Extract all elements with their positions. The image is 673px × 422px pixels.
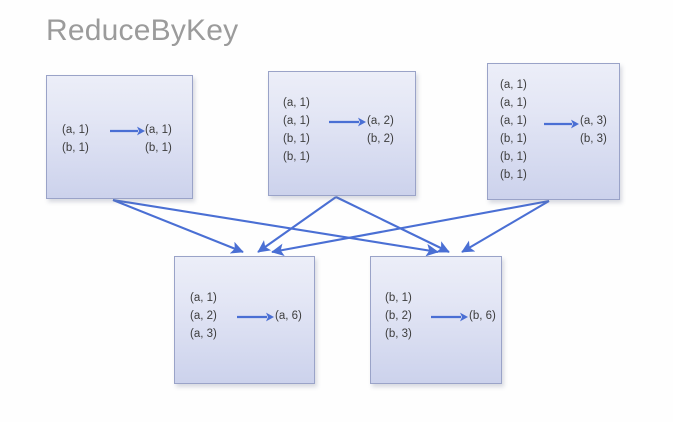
edge-p2-to-b xyxy=(335,196,450,253)
kv-pair: (a, 1) xyxy=(283,97,310,109)
kv-pair: (b, 6) xyxy=(469,310,496,322)
partition-box-2[interactable]: (a, 1) (a, 1) (b, 1) (b, 1) (a, 2) (b, 2… xyxy=(268,71,416,196)
kv-pair: (b, 3) xyxy=(580,133,607,145)
page-title: ReduceByKey xyxy=(46,14,239,47)
kv-pair: (a, 1) xyxy=(283,115,310,127)
partition-1-input: (a, 1) (b, 1) xyxy=(62,121,89,157)
kv-pair: (b, 3) xyxy=(385,328,412,340)
partition-1-output: (a, 1) (b, 1) xyxy=(145,121,172,157)
kv-pair: (a, 2) xyxy=(190,310,217,322)
kv-pair: (b, 2) xyxy=(385,310,412,322)
edge-p1-to-a xyxy=(112,199,244,254)
reducer-box-a[interactable]: (a, 1) (a, 2) (a, 3) (a, 6) xyxy=(174,256,315,384)
kv-pair: (b, 1) xyxy=(500,151,527,163)
kv-pair: (b, 1) xyxy=(283,133,310,145)
kv-pair: (b, 1) xyxy=(500,133,527,145)
kv-pair: (a, 3) xyxy=(190,328,217,340)
right-arrow-icon xyxy=(544,119,579,129)
edge-p3-to-b xyxy=(461,200,550,253)
kv-pair: (a, 6) xyxy=(275,310,302,322)
right-arrow-icon xyxy=(329,117,366,127)
reducer-b-input: (b, 1) (b, 2) (b, 3) xyxy=(385,289,412,343)
right-arrow-icon xyxy=(237,312,274,322)
reducer-b-output: (b, 6) xyxy=(469,307,496,325)
partition-2-output: (a, 2) (b, 2) xyxy=(367,112,394,148)
edge-p1-to-b xyxy=(112,198,439,257)
kv-pair: (a, 1) xyxy=(500,115,527,127)
kv-pair: (a, 1) xyxy=(500,97,527,109)
partition-box-3[interactable]: (a, 1) (a, 1) (a, 1) (b, 1) (b, 1) (b, 1… xyxy=(487,63,620,200)
partition-3-input: (a, 1) (a, 1) (a, 1) (b, 1) (b, 1) (b, 1… xyxy=(500,76,527,184)
kv-pair: (a, 1) xyxy=(62,124,89,136)
right-arrow-icon xyxy=(431,312,468,322)
kv-pair: (a, 1) xyxy=(190,292,217,304)
edge-p2-to-a xyxy=(257,196,337,253)
partition-2-input: (a, 1) (a, 1) (b, 1) (b, 1) xyxy=(283,94,310,166)
kv-pair: (b, 1) xyxy=(283,151,310,163)
kv-pair: (a, 1) xyxy=(500,79,527,91)
reducer-a-output: (a, 6) xyxy=(275,307,302,325)
kv-pair: (b, 2) xyxy=(367,133,394,145)
partition-box-1[interactable]: (a, 1) (b, 1) (a, 1) (b, 1) xyxy=(46,75,193,199)
kv-pair: (a, 3) xyxy=(580,115,607,127)
kv-pair: (a, 1) xyxy=(145,124,172,136)
kv-pair: (b, 1) xyxy=(500,169,527,181)
kv-pair: (b, 1) xyxy=(385,292,412,304)
edge-p3-to-a xyxy=(271,199,550,257)
reducer-box-b[interactable]: (b, 1) (b, 2) (b, 3) (b, 6) xyxy=(370,256,502,384)
kv-pair: (b, 1) xyxy=(62,142,89,154)
reducer-a-input: (a, 1) (a, 2) (a, 3) xyxy=(190,289,217,343)
kv-pair: (a, 2) xyxy=(367,115,394,127)
kv-pair: (b, 1) xyxy=(145,142,172,154)
partition-3-output: (a, 3) (b, 3) xyxy=(580,112,607,148)
right-arrow-icon xyxy=(110,126,145,136)
